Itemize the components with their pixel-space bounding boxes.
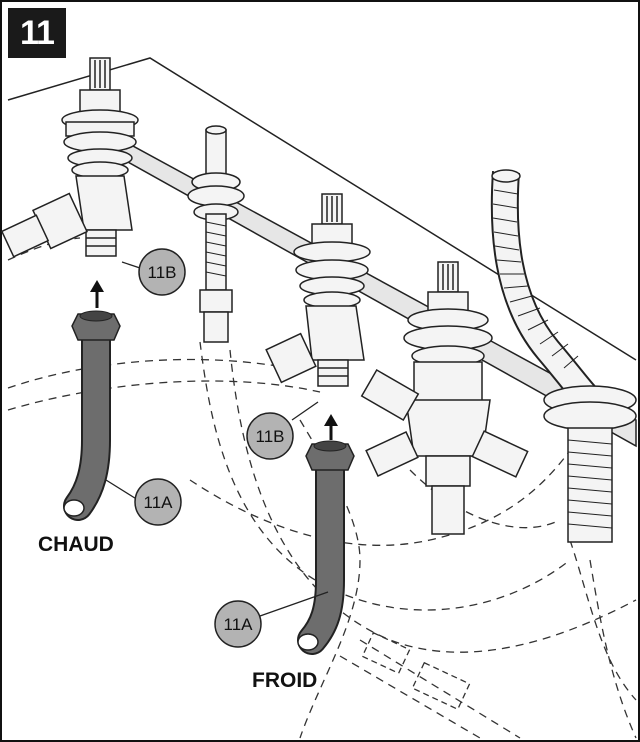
hot-valve [0,57,139,258]
cold-valve [265,193,371,387]
callout-11a-cold: 11A [214,600,262,648]
mixing-valve [360,261,529,535]
callout-leaders [105,261,329,617]
callout-11b-cold-text: 11B [256,427,285,446]
hot-label: CHAUD [38,533,114,556]
cold-supply-hose [297,440,355,655]
cold-label: FROID [252,669,317,692]
hot-connect-arrow-icon [90,280,104,308]
hot-hose-nut [71,313,121,341]
hot-valve-body [75,175,133,231]
deck-outline [7,57,637,361]
flex-conduit [490,169,599,408]
callout-11a-cold-text: 11A [224,615,254,634]
hot-supply-hose [63,310,121,521]
callout-11a-hot-text: 11A [144,493,174,512]
threaded-rod [187,125,245,343]
spout-mount [543,385,637,543]
callout-11b-hot-text: 11B [148,263,177,282]
cold-hose-nut [305,443,355,471]
step-number-badge: 11 [8,8,66,58]
callout-11b-cold: 11B [246,412,294,460]
callout-11b-hot: 11B [138,248,186,296]
hot-valve-outlet [85,229,117,257]
callout-11a-hot: 11A [134,478,182,526]
cold-connect-arrow-icon [324,414,338,440]
hidden-coupling [361,631,471,711]
